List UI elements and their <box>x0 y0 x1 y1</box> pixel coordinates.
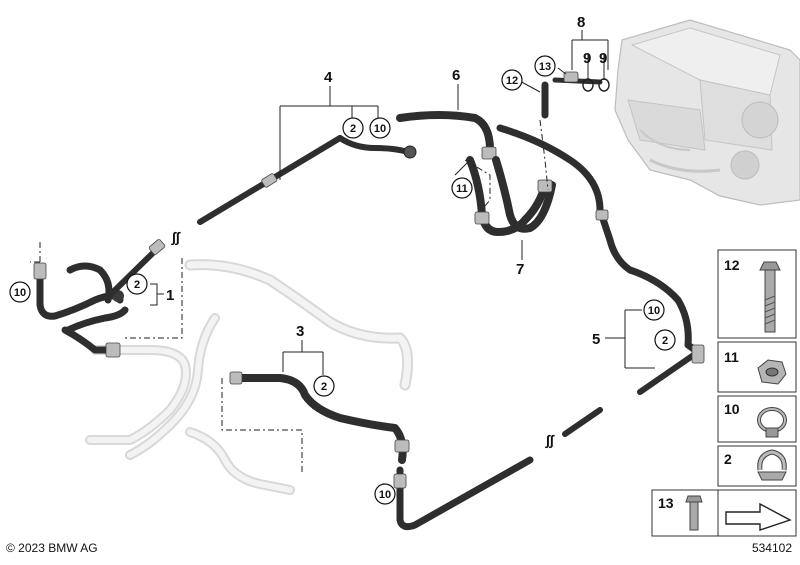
hose-part-bottom <box>393 456 534 531</box>
legend-panel-12: 12 <box>717 249 797 339</box>
callout-2-circle: 2 <box>321 381 327 393</box>
callout-11-circle: 11 <box>456 183 468 195</box>
copyright-text: © 2023 BMW AG <box>6 541 98 555</box>
callout-leaders <box>150 30 655 375</box>
reference-hoses-faded <box>85 259 414 495</box>
callout-8: 8 <box>577 14 585 31</box>
callout-1: 1 <box>166 287 174 304</box>
engine-block-image <box>614 19 800 206</box>
dashed-leaders <box>30 119 549 474</box>
hose-part-4: ∫∫ <box>107 135 417 298</box>
callout-numbers: 4 6 8 9 9 1 3 5 7 <box>166 14 607 348</box>
bolt-long-icon <box>759 261 781 333</box>
legend-panel-10: 10 <box>717 395 797 443</box>
legend-number: 11 <box>724 349 739 365</box>
callout-10-circle: 10 <box>648 305 660 317</box>
spring-clip-icon <box>757 449 787 481</box>
circled-callouts: 2 10 11 12 13 10 2 2 10 2 10 <box>9 55 676 505</box>
callout-7: 7 <box>516 261 524 278</box>
callout-4: 4 <box>324 69 333 86</box>
callout-10-circle: 10 <box>374 123 386 135</box>
callout-10-circle: 10 <box>379 489 391 501</box>
arrow-graphic-icon <box>725 502 792 531</box>
legend-panel-11: 11 <box>717 341 797 393</box>
legend-number: 13 <box>658 495 674 511</box>
callout-2-circle: 2 <box>662 335 668 347</box>
hose-part-6 <box>396 111 497 160</box>
callout-10-circle: 10 <box>14 287 26 299</box>
screw-short-icon <box>685 495 703 531</box>
callout-2-circle: 2 <box>350 123 356 135</box>
callout-2-circle: 2 <box>134 279 140 291</box>
hex-nut-icon <box>757 359 787 385</box>
callout-5: 5 <box>592 331 600 348</box>
callout-12-circle: 12 <box>506 75 518 87</box>
svg-text:∫∫: ∫∫ <box>545 432 555 449</box>
hose-clamp-icon <box>757 407 787 438</box>
hose-part-7 <box>466 156 556 236</box>
svg-text:∫∫: ∫∫ <box>171 229 181 246</box>
hose-part-3 <box>229 371 410 464</box>
legend-number: 2 <box>724 451 732 467</box>
hose-part-1 <box>33 262 129 358</box>
legend-panel-13: 13 <box>651 489 797 537</box>
callout-3: 3 <box>296 323 304 340</box>
legend-number: 10 <box>724 401 740 417</box>
callout-9b: 9 <box>599 50 607 67</box>
callout-6: 6 <box>452 67 460 84</box>
legend-number: 12 <box>724 257 740 273</box>
diagram-number: 534102 <box>752 541 792 555</box>
callout-9a: 9 <box>583 50 591 67</box>
callout-13-circle: 13 <box>539 61 551 73</box>
hose-part-8 <box>541 71 610 119</box>
hose-part-5: ∫∫ <box>496 124 705 449</box>
legend-panel-2: 2 <box>717 445 797 487</box>
